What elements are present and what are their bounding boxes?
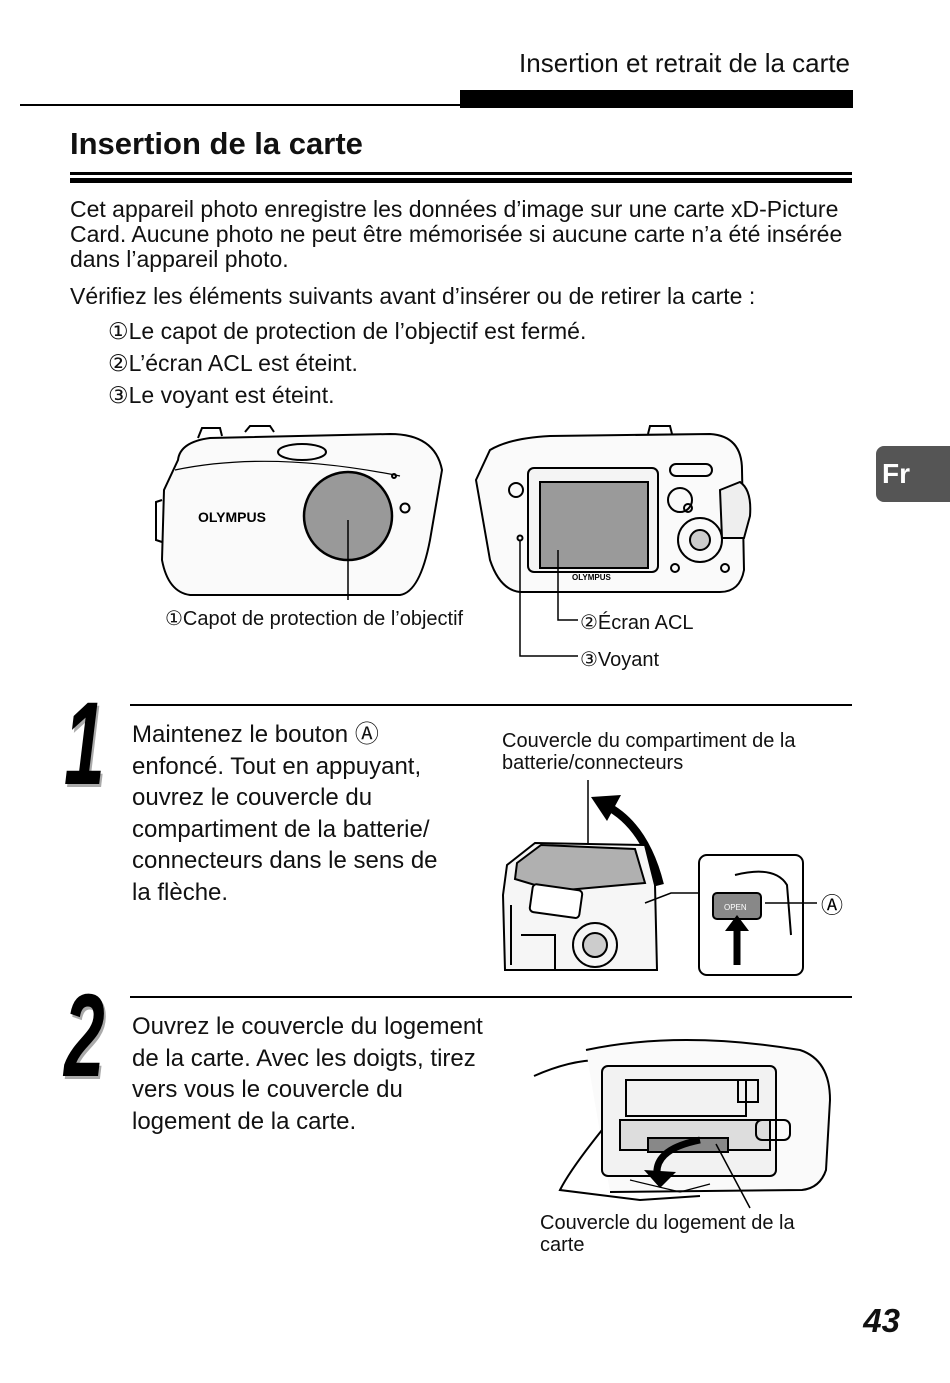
- label-lamp: ③Voyant: [580, 649, 660, 671]
- page-header-title: Insertion et retrait de la carte: [519, 48, 850, 78]
- step-1-rule: [130, 704, 852, 706]
- step-2-figure-label-line: carte: [540, 1234, 585, 1256]
- check-item-lamp: ③Le voyant est éteint.: [108, 382, 335, 408]
- step-2-line: de la carte. Avec les doigts, tirez: [132, 1044, 476, 1072]
- header-rule-thick: [460, 90, 853, 108]
- camera-front-drawing: [155, 425, 444, 596]
- step-2-line: Ouvrez le couvercle du logement: [132, 1013, 483, 1040]
- camera-back-drawing: [474, 425, 752, 593]
- step-2-text: Ouvrez le couvercle du logement de la ca…: [132, 1011, 483, 1137]
- step-1-line: connecteurs dans le sens de: [132, 847, 438, 874]
- intro-paragraph: Cet appareil photo enregistre les donnée…: [70, 196, 843, 272]
- step-2-line: vers vous le couvercle du: [132, 1076, 403, 1103]
- section-rule-bottom: [70, 178, 852, 183]
- button-a-label: Ⓐ: [821, 894, 843, 919]
- card-slot-figure: [533, 1039, 832, 1209]
- step-2-rule: [130, 996, 852, 998]
- step-1-line: enfoncé. Tout en appuyant,: [132, 752, 422, 780]
- open-button-label: OPEN: [724, 903, 747, 912]
- step-1-figure-label-line: batterie/connecteurs: [502, 752, 684, 774]
- step-1-line: la flèche.: [132, 878, 229, 906]
- section-rule-top: [70, 172, 852, 175]
- camera-brand-logo: OLYMPUS: [198, 509, 266, 525]
- header-rule-thin: [20, 104, 460, 106]
- checklist-intro: Vérifiez les éléments suivants avant d’i…: [70, 283, 756, 309]
- step-2-number: 2: [64, 970, 105, 1102]
- language-tab: Fr: [876, 446, 950, 502]
- camera-leader-lines: [347, 520, 578, 657]
- step-2-figure-label: Couvercle du logement de la carte: [540, 1212, 795, 1256]
- page-number: 43: [863, 1302, 900, 1339]
- label-lens-cover: ①Capot de protection de l’objectif: [165, 608, 464, 630]
- step-1-line: Maintenez le bouton Ⓐ: [132, 721, 379, 748]
- step-1-number: 1: [64, 678, 105, 810]
- step-2-figure-label-line: Couvercle du logement de la: [540, 1212, 795, 1234]
- battery-cover-figure: OPEN Ⓐ: [501, 780, 843, 976]
- label-lcd-screen: ②Écran ACL: [580, 612, 694, 634]
- step-1-text: Maintenez le bouton Ⓐ enfoncé. Tout en a…: [132, 719, 438, 908]
- step-1-line: ouvrez le couvercle du: [132, 784, 373, 811]
- camera-back-brand: OLYMPUS: [572, 573, 611, 582]
- check-item-lcd: ②L’écran ACL est éteint.: [108, 350, 358, 376]
- step-2-line: logement de la carte.: [132, 1107, 357, 1135]
- check-item-lens-cover: ①Le capot de protection de l’objectif es…: [108, 318, 587, 344]
- step-1-line: compartiment de la batterie/: [132, 815, 430, 843]
- step-1-figure-label-line: Couvercle du compartiment de la: [502, 730, 796, 752]
- section-title: Insertion de la carte: [70, 126, 363, 161]
- camera-front-back-figure: OLYMPUS OLYMPUS: [155, 425, 752, 657]
- step-1-figure-label: Couvercle du compartiment de la batterie…: [502, 730, 795, 774]
